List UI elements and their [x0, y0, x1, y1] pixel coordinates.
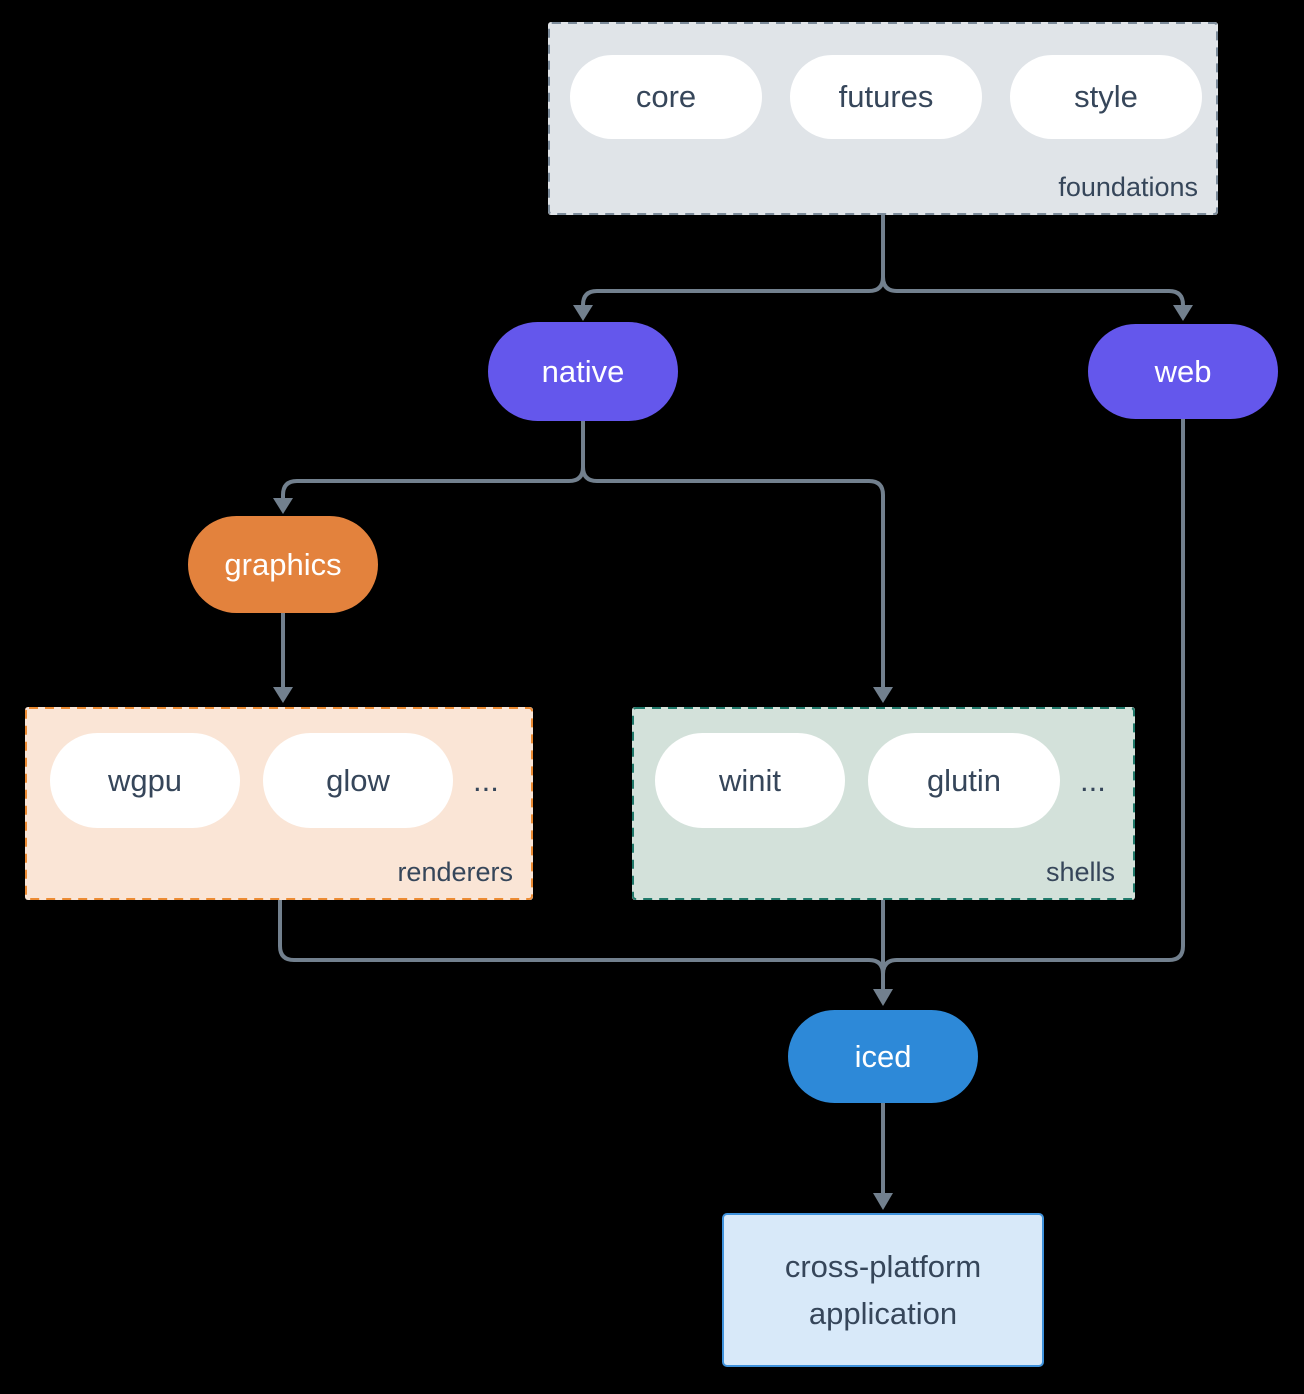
- arrowhead-application: [873, 1193, 893, 1210]
- node-futures-label: futures: [838, 79, 934, 114]
- renderers-group: wgpu glow ... renderers: [25, 707, 533, 900]
- node-native: native: [488, 322, 678, 421]
- arrowhead-graphics: [273, 498, 293, 514]
- node-graphics-label: graphics: [224, 546, 342, 582]
- arrow-foundations-to-web: [881, 215, 1185, 307]
- node-native-label: native: [541, 353, 625, 389]
- cross-platform-application-box: cross-platform application: [722, 1213, 1044, 1367]
- arrow-native-to-shells: [581, 421, 885, 688]
- node-winit-label: winit: [718, 762, 781, 798]
- node-web-label: web: [1154, 353, 1212, 389]
- line-renderers-to-merge: [278, 900, 885, 988]
- shells-ellipsis: ...: [1080, 763, 1106, 798]
- node-glow: glow: [263, 733, 453, 828]
- node-web: web: [1088, 324, 1278, 419]
- renderers-ellipsis: ...: [473, 763, 499, 798]
- node-winit: winit: [655, 733, 845, 828]
- node-style-label: style: [1074, 79, 1138, 114]
- arrowhead-native: [573, 305, 593, 321]
- arrowhead-iced: [873, 989, 893, 1006]
- shells-group-label: shells: [1045, 857, 1115, 887]
- node-iced-label: iced: [854, 1038, 912, 1074]
- node-wgpu-label: wgpu: [107, 762, 183, 798]
- arrowhead-web: [1173, 305, 1193, 321]
- renderers-group-label: renderers: [397, 857, 513, 887]
- node-glow-label: glow: [326, 762, 390, 798]
- shells-group: winit glutin ... shells: [632, 707, 1135, 900]
- node-core-label: core: [635, 79, 697, 114]
- node-core: core: [570, 55, 762, 139]
- cross-platform-application-label: cross-platform application: [784, 1249, 982, 1331]
- arrow-native-to-graphics: [281, 421, 585, 499]
- node-iced: iced: [788, 1010, 978, 1103]
- node-glutin-label: glutin: [926, 762, 1002, 798]
- arrowhead-renderers: [273, 687, 293, 703]
- node-futures: futures: [790, 55, 982, 139]
- foundations-group: core futures style foundations: [548, 22, 1218, 215]
- arrow-foundations-to-native: [581, 215, 885, 307]
- node-wgpu: wgpu: [50, 733, 240, 828]
- node-glutin: glutin: [868, 733, 1060, 828]
- foundations-group-label: foundations: [1058, 172, 1198, 202]
- arrowhead-shells: [873, 687, 893, 703]
- node-graphics: graphics: [188, 516, 378, 613]
- node-style: style: [1010, 55, 1202, 139]
